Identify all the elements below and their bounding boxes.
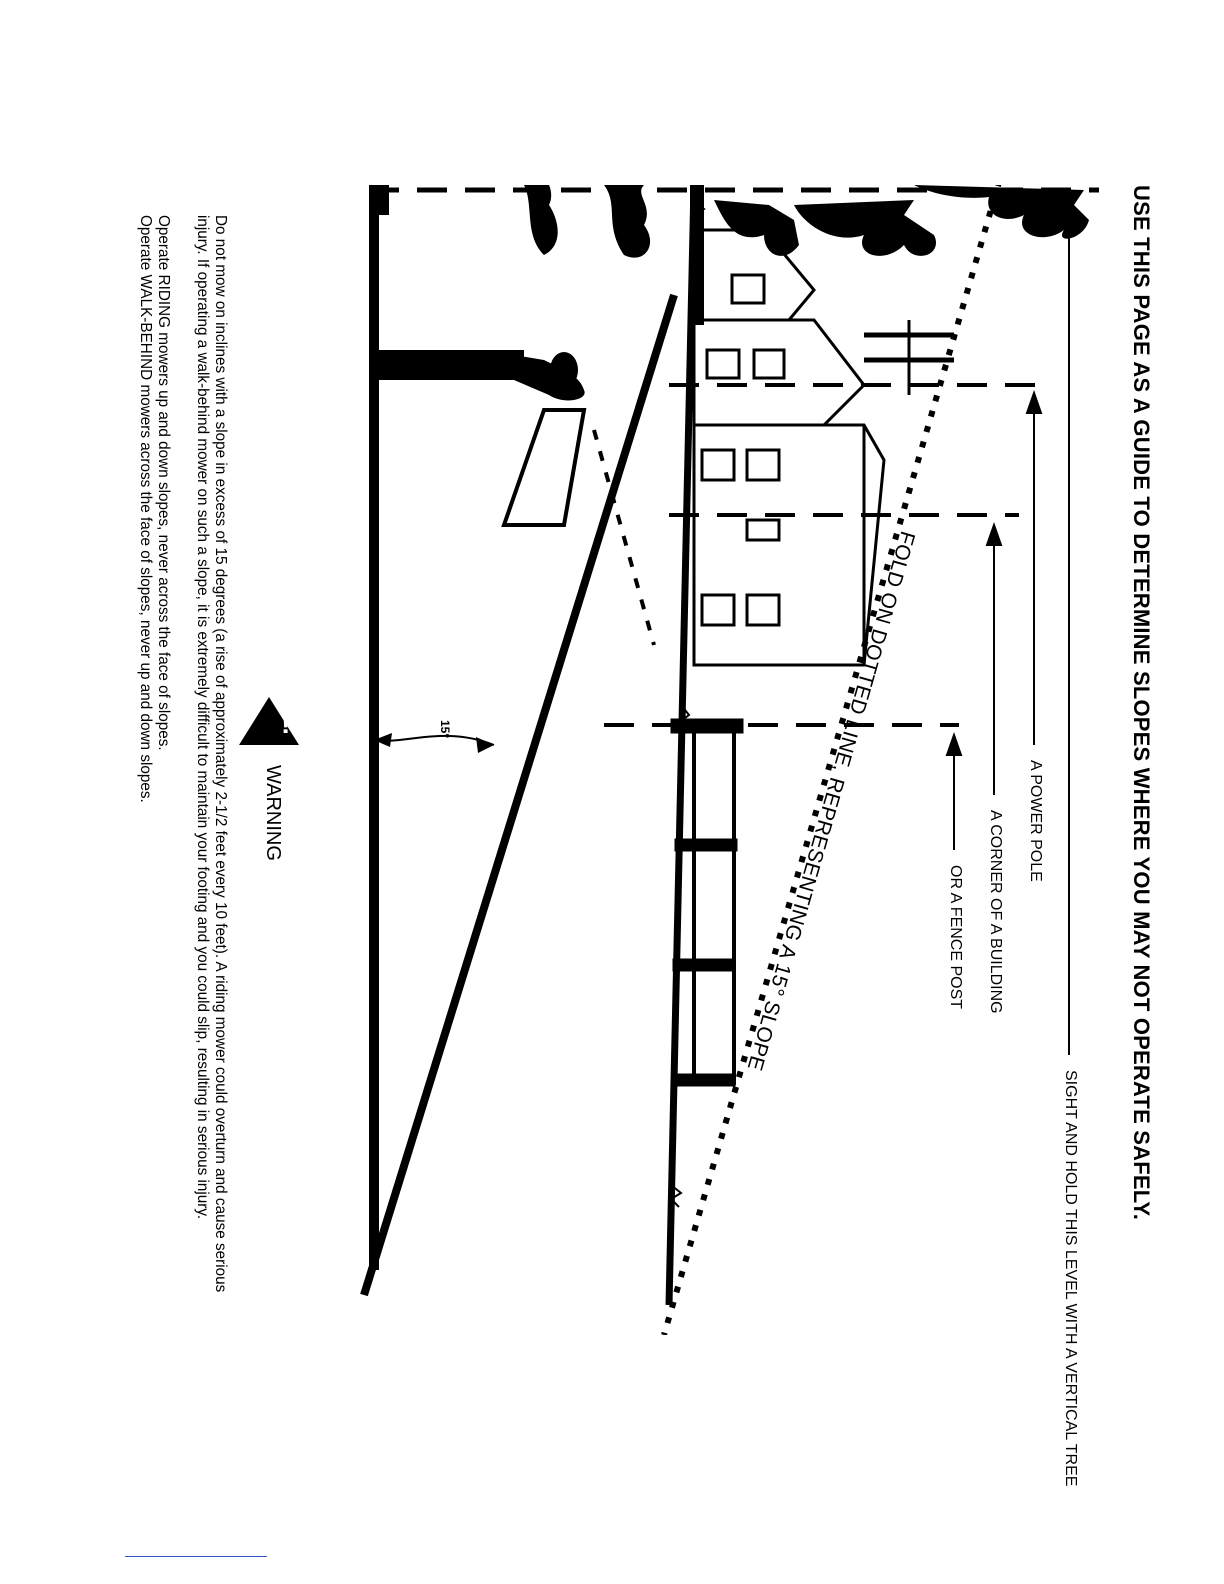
- riding-mower-instruction: Operate RIDING mowers up and down slopes…: [155, 215, 172, 751]
- sloped-ground-line: [360, 293, 678, 1297]
- angle-label: 15°: [438, 720, 452, 739]
- angle-arc: [373, 734, 495, 746]
- label-fence-post: OR A FENCE POST: [947, 865, 964, 1010]
- upper-ground-line: [665, 185, 698, 1306]
- level-arrows: [945, 196, 1078, 1055]
- house-illustration: [692, 228, 954, 667]
- label-power-pole: A POWER POLE: [1027, 760, 1044, 882]
- mower-silhouette: [501, 408, 587, 527]
- label-tree: SIGHT AND HOLD THIS LEVEL WITH A VERTICA…: [1062, 1070, 1079, 1487]
- walk-behind-instruction: Operate WALK-BEHIND mowers across the fa…: [137, 215, 154, 803]
- footer-rule: [125, 1556, 267, 1557]
- warning-icon-mark: !: [281, 708, 290, 739]
- page-title: USE THIS PAGE AS A GUIDE TO DETERMINE SL…: [1129, 185, 1154, 1221]
- slope-guide-illustration: !: [239, 185, 1099, 1335]
- fold-dotted-line: [661, 185, 1007, 1335]
- fence-illustration: [670, 718, 744, 1087]
- warning-triangle-icon: [239, 697, 299, 745]
- rotated-content: ! USE THIS PAGE AS A GUIDE TO DETERMINE …: [104, 185, 1164, 1486]
- warning-label: WARNING: [262, 765, 284, 861]
- label-building-corner: A CORNER OF A BUILDING: [987, 810, 1004, 1014]
- warning-paragraph: Do not mow on inclines with a slope in e…: [194, 215, 229, 1293]
- operator-figure: [369, 350, 585, 401]
